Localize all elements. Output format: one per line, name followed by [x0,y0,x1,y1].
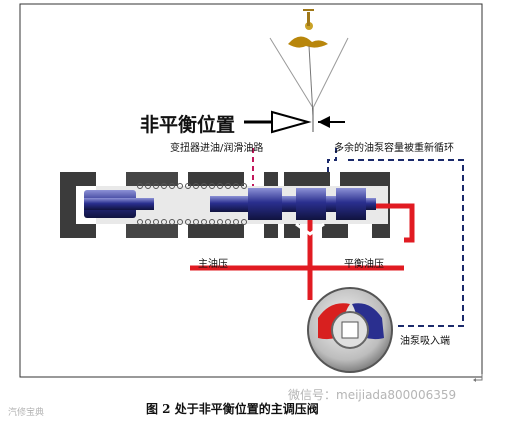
label-surplus-oil: 多余的油泵容量被重新循环 [334,143,454,154]
label-main-pressure: 主油压 [198,259,228,270]
main-spool [248,188,376,220]
diagram-title: 非平衡位置 [140,114,236,136]
figure-caption: 图 2 处于非平衡位置的主调压阀 [146,402,319,416]
main-oil-lines [190,203,415,300]
outer-border [19,3,483,378]
watermark-right: 微信号：meijiada800006359 [288,388,457,402]
label-converter-oil: 变扭器进油/润滑油路 [170,143,264,154]
pointer-arrow-icon [244,108,345,134]
return-mark-icon [473,374,483,382]
label-pump-inlet: 油泵吸入端 [400,336,450,347]
oil-pump [307,287,393,373]
watermark-left: 汽修宝典 [8,408,45,418]
label-balance-pressure: 平衡油压 [344,259,384,270]
spring [137,183,247,225]
left-spool [84,190,250,218]
balance-scale-icon [269,9,349,117]
